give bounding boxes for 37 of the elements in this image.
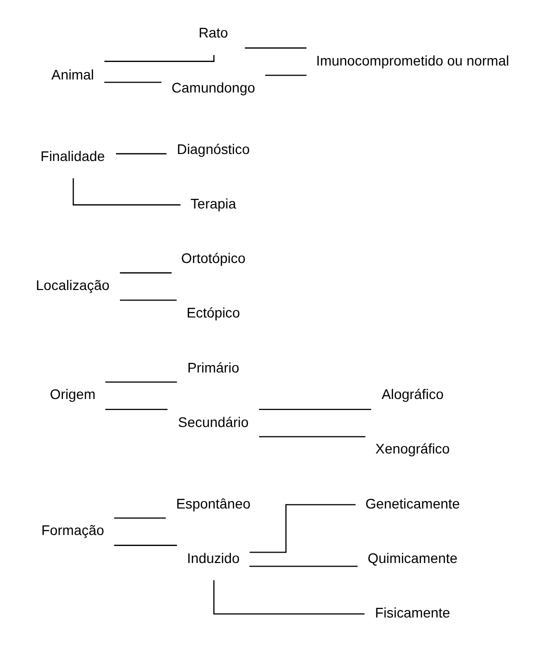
connector: [259, 408, 372, 410]
node-text: Ectópico: [186, 304, 240, 321]
node-text: Fisicamente: [375, 604, 450, 621]
connector: [244, 47, 306, 49]
connector: [72, 178, 180, 206]
connector: [116, 153, 166, 154]
node-text: Diagnóstico: [176, 140, 250, 157]
node-text: Imunocomprometido ou normal: [316, 52, 510, 69]
node-text: Terapia: [190, 195, 236, 212]
node-text: Espontâneo: [176, 495, 251, 512]
node-text: Formação: [41, 522, 104, 538]
node-text: Finalidade: [40, 148, 105, 164]
connector: [114, 544, 177, 546]
connector: [120, 272, 172, 274]
node-text: Ortotópico: [181, 250, 246, 266]
node-text: Primário: [187, 359, 240, 376]
node-text: Animal: [51, 66, 94, 83]
node-text: Camundongo: [171, 79, 256, 96]
node-text: Quimicamente: [368, 550, 458, 566]
connector: [105, 408, 168, 410]
connector: [249, 566, 358, 567]
connector: [120, 300, 177, 301]
node-text: Localização: [36, 276, 110, 293]
connector: [250, 504, 356, 553]
connector: [213, 580, 364, 614]
connector: [265, 74, 306, 76]
node-text: Alográfico: [382, 386, 444, 402]
node-text: Origem: [50, 386, 96, 402]
node-text: Rato: [198, 24, 228, 41]
connector: [105, 382, 177, 383]
node-text: Induzido: [186, 550, 240, 566]
node-text: Geneticamente: [365, 495, 460, 512]
node-text: Xenográfico: [375, 440, 450, 457]
connector: [259, 436, 366, 438]
connector: [114, 517, 166, 519]
node-text: Secundário: [178, 414, 249, 430]
connector: [104, 82, 162, 83]
